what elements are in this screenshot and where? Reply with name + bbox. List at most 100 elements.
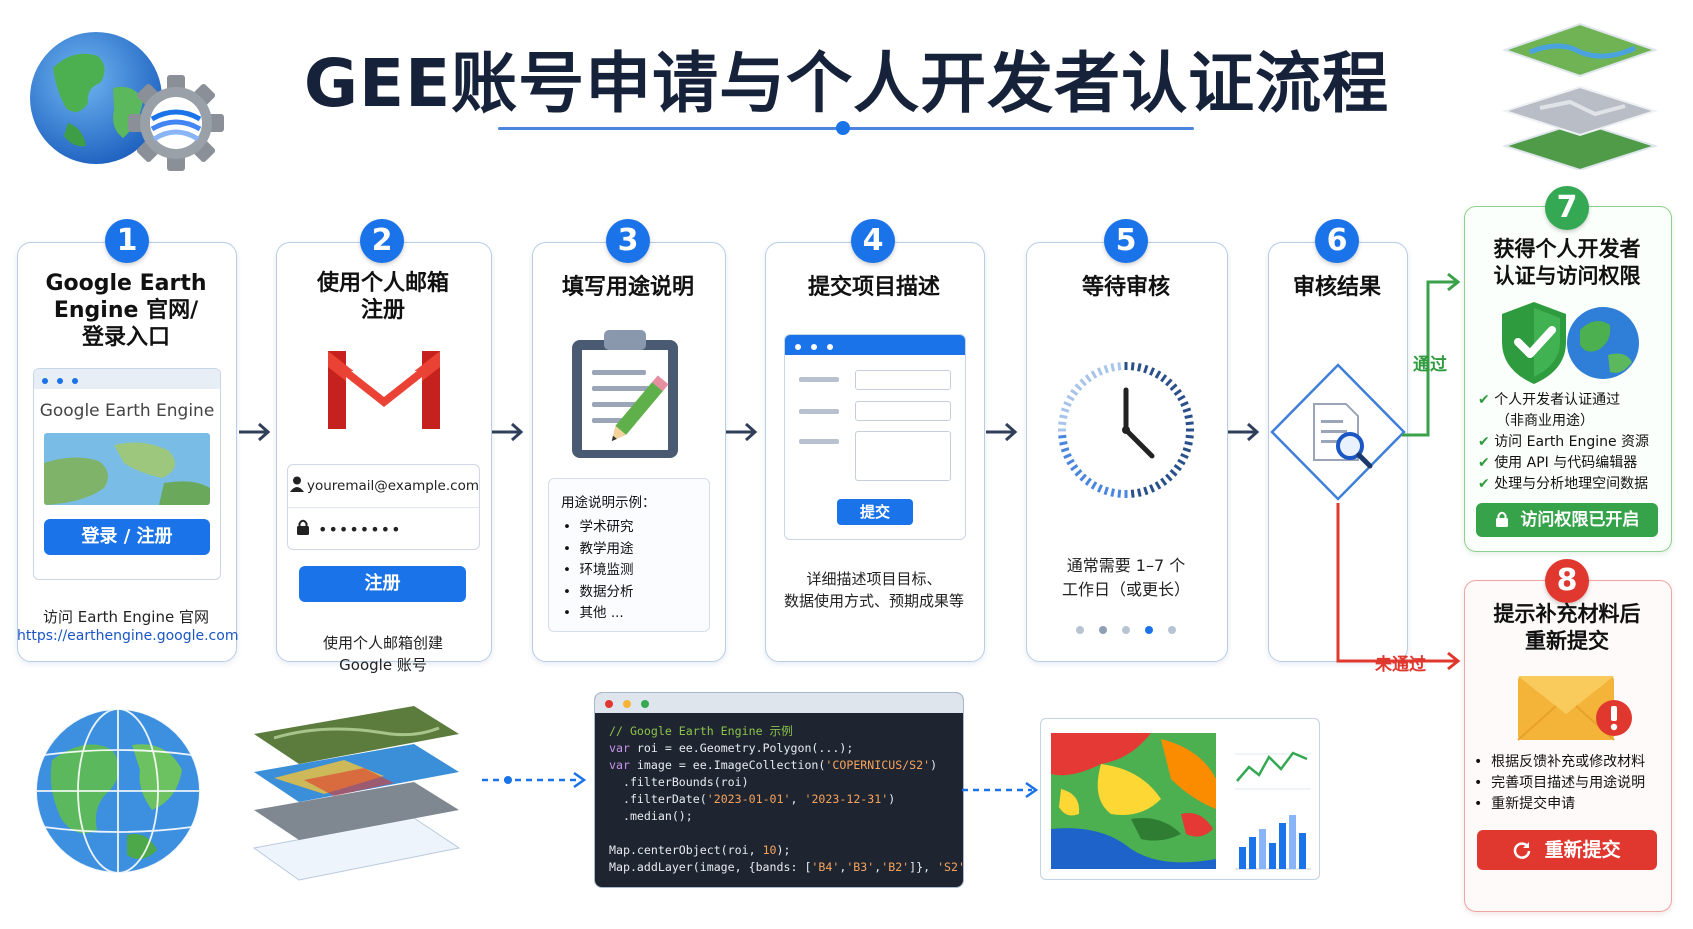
clock-tick — [1084, 374, 1092, 383]
signup-form: youremail@example.com •••••••• — [287, 464, 480, 550]
clock-tick — [1110, 488, 1115, 497]
benefit-item: ✔ 使用 API 与代码编辑器 — [1478, 455, 1638, 471]
arrow-5-to-6 — [1226, 421, 1262, 447]
browser-window: Google Earth Engine 登录 / 注册 — [33, 368, 221, 580]
clock-tick — [1074, 469, 1083, 477]
clock-tick — [1103, 364, 1109, 374]
access-enabled-status: 访问权限已开启 — [1476, 503, 1658, 537]
benefit-item-note: （非商业用途） — [1496, 413, 1594, 429]
check-icon: ✔ — [1478, 434, 1490, 450]
form-input[interactable] — [855, 370, 951, 390]
clock-tick — [1058, 421, 1067, 426]
example-item: • 环境监测 — [563, 562, 634, 578]
title-underline-dot — [836, 121, 850, 135]
flow-arrow-to-code — [480, 770, 592, 790]
form-window-titlebar — [785, 335, 965, 355]
clock-tick — [1184, 441, 1193, 446]
form-window: 提交 — [784, 334, 966, 540]
submit-button[interactable]: 提交 — [837, 499, 913, 525]
clock-tick — [1154, 481, 1162, 490]
earth-engine-gear-logo — [28, 28, 228, 178]
example-item: • 教学用途 — [563, 540, 634, 557]
clock-tick — [1177, 458, 1186, 466]
arrow-3-to-4 — [724, 421, 760, 447]
form-input[interactable] — [855, 401, 951, 421]
code-content[interactable]: // Google Earth Engine 示例 var roi = ee.G… — [609, 724, 964, 874]
clock-tick — [1160, 374, 1168, 383]
clock-tick — [1180, 400, 1189, 407]
flow-arrow-to-results — [960, 780, 1044, 800]
clock-tick — [1058, 434, 1067, 439]
action-item: • 根据反馈补充或修改材料 — [1474, 754, 1646, 770]
step-4-title: 提交项目描述 — [807, 275, 940, 300]
clock-tick — [1079, 378, 1087, 387]
mail-alert-icon — [1516, 670, 1636, 748]
check-icon: ✔ — [1478, 455, 1490, 471]
clock-tick — [1165, 378, 1173, 387]
clipboard-pencil-icon — [570, 326, 694, 462]
register-button[interactable]: 注册 — [299, 566, 466, 602]
step-3-badge: 3 — [606, 219, 650, 263]
step-7-benefits: ✔ 个人开发者认证通过 （非商业用途） ✔ 访问 Earth Engine 资源… — [1478, 390, 1668, 495]
analysis-results-panel — [1040, 718, 1320, 880]
clock-tick — [1182, 447, 1192, 453]
check-icon: ✔ — [1478, 476, 1490, 492]
step-8-actions: • 根据反馈补充或修改材料 • 完善项目描述与用途说明 • 重新提交申请 — [1474, 752, 1670, 815]
clock-tick — [1137, 488, 1142, 497]
lock-icon — [288, 519, 318, 539]
clock-tick — [1143, 364, 1149, 374]
step-8-title: 提示补充材料后 重新提交 — [1493, 602, 1641, 653]
examples-heading: 用途说明示例： — [561, 495, 656, 511]
pass-label: 通过 — [1413, 355, 1447, 375]
step-2-title: 使用个人邮箱 注册 — [316, 271, 449, 323]
clock-tick — [1060, 407, 1070, 413]
gmail-icon — [328, 345, 440, 429]
clock-tick — [1137, 363, 1142, 372]
arrow-2-to-3 — [490, 421, 526, 447]
classification-map — [1051, 733, 1311, 870]
clock-tick — [1103, 486, 1109, 496]
password-field[interactable]: •••••••• — [288, 508, 479, 550]
clock-tick — [1066, 458, 1075, 466]
user-icon — [288, 476, 307, 496]
fail-branch-arrow — [1330, 503, 1470, 673]
step-1-title: Google Earth Engine 官网/ 登录入口 — [45, 271, 207, 350]
clock-tick — [1143, 486, 1149, 496]
check-icon: ✔ — [1478, 392, 1490, 408]
email-field[interactable]: youremail@example.com — [288, 465, 479, 508]
step-5-title: 等待审核 — [1081, 275, 1170, 300]
browser-titlebar — [34, 369, 220, 389]
page-title: GEE账号申请与个人开发者认证流程 — [303, 45, 1390, 122]
clock-tick — [1060, 447, 1070, 453]
gee-website-link[interactable]: https://earthengine.google.com — [17, 628, 239, 644]
step-7-card — [1464, 206, 1672, 552]
clock-tick — [1117, 489, 1122, 498]
step-3-title: 填写用途说明 — [561, 275, 694, 300]
clock-tick — [1059, 441, 1068, 446]
resubmit-button[interactable]: 重新提交 — [1477, 830, 1657, 870]
progress-dots — [1070, 620, 1182, 634]
map-thumbnail — [44, 433, 210, 505]
clock-tick — [1184, 414, 1193, 419]
step-1-caption: 访问 Earth Engine 官网 — [43, 608, 209, 626]
fail-label: 未通过 — [1375, 655, 1426, 675]
benefit-item: ✔ 个人开发者认证通过 — [1478, 392, 1621, 408]
pass-branch-arrow — [1400, 270, 1470, 440]
action-item: • 完善项目描述与用途说明 — [1474, 775, 1646, 791]
clock-tick — [1090, 481, 1098, 490]
gee-logo-text: Google Earth Engine — [39, 401, 215, 421]
arrow-4-to-5 — [984, 421, 1020, 447]
clock-tick — [1173, 388, 1182, 396]
login-register-button[interactable]: 登录 / 注册 — [44, 519, 210, 555]
example-item: • 其他 ... — [563, 605, 624, 621]
clock-tick — [1130, 362, 1135, 371]
clock-tick — [1165, 473, 1173, 482]
clock-tick — [1149, 484, 1156, 493]
clock-tick — [1059, 414, 1068, 419]
clock-tick — [1182, 407, 1192, 413]
code-editor: // Google Earth Engine 示例 var roi = ee.G… — [594, 692, 964, 888]
clock-tick — [1066, 394, 1075, 402]
clock-tick — [1154, 370, 1162, 379]
form-textarea[interactable] — [855, 431, 951, 481]
shield-check-icon — [1500, 300, 1640, 386]
